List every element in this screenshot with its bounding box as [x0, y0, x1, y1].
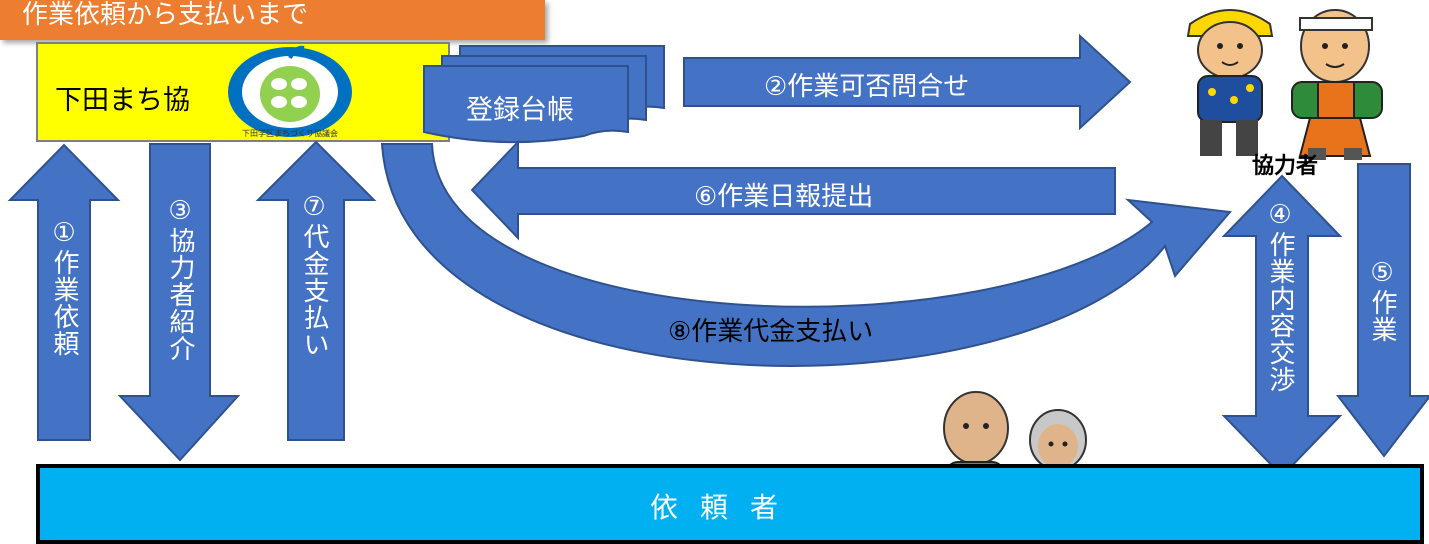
step-4-label: ④作業内容交渉	[1265, 200, 1295, 393]
helpers-label: 協力者	[1252, 154, 1319, 179]
arrow-step-2	[683, 33, 1132, 131]
requester-label: 依頼者	[650, 491, 801, 524]
requester-bar	[36, 464, 1424, 544]
worker-helmet-icon	[1186, 9, 1274, 156]
arrow-step-1	[7, 143, 121, 441]
step-3-label: ③協力者紹介	[165, 196, 195, 362]
step-6-label: ⑥作業日報提出	[694, 182, 874, 212]
page-title: 作業依頼から支払いまで	[0, 0, 545, 40]
register-documents-icon	[423, 45, 665, 144]
arrow-step-8	[380, 143, 1232, 367]
step-8-label: ⑧作業代金支払い	[668, 317, 874, 347]
arrow-step-5	[1335, 163, 1429, 458]
register-label: 登録台帳	[466, 95, 574, 126]
step-5-label: ⑤作業	[1367, 258, 1397, 343]
arrow-step-7	[255, 140, 377, 441]
step-7-label: ⑦代金支払い	[299, 192, 329, 358]
logo-caption: 下田学区まちづくり協議会	[242, 128, 338, 138]
arrow-step-6	[470, 139, 1116, 241]
arrow-step-3	[117, 143, 241, 462]
organization-name: 下田まち協	[55, 85, 190, 116]
logo-emblem-icon: 下田学区まちづくり協議会	[228, 45, 352, 138]
step-1-label: ①作業依頼	[49, 218, 79, 357]
step-2-label: ②作業可否問合せ	[764, 72, 970, 102]
worker-headband-icon	[1291, 9, 1383, 160]
organization-box	[36, 42, 450, 142]
